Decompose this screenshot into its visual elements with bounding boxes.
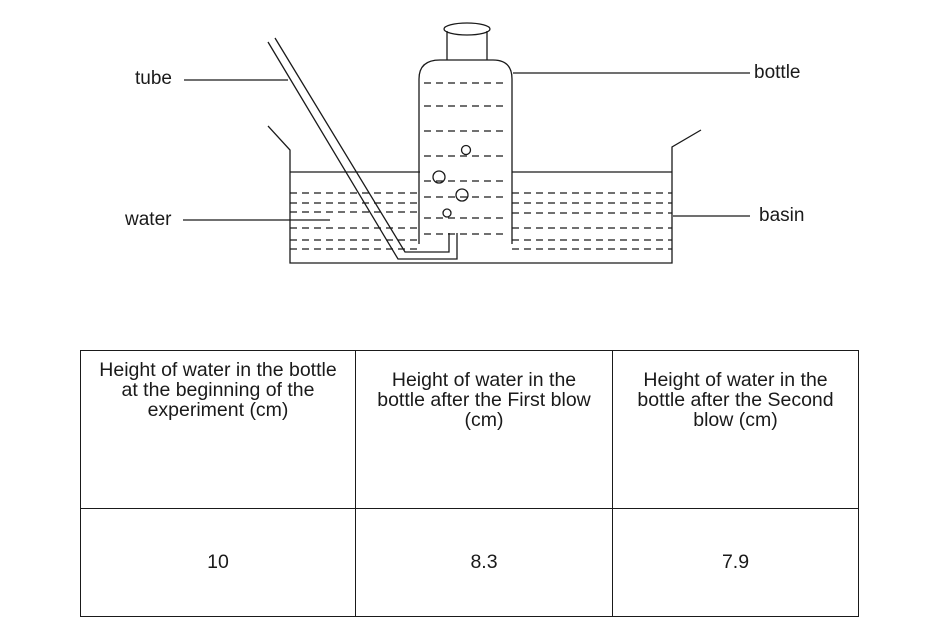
basin-label: basin bbox=[759, 205, 805, 226]
results-table: Height of water in the bottle at the beg… bbox=[80, 350, 859, 617]
value-first-blow: 8.3 bbox=[355, 508, 613, 617]
basin-water bbox=[290, 192, 672, 250]
basin bbox=[267, 125, 702, 264]
header-cell-second-blow: Height of water in the bottle after the … bbox=[612, 350, 859, 509]
tube bbox=[267, 37, 458, 260]
value-initial-height: 10 bbox=[80, 508, 356, 617]
experiment-diagram bbox=[183, 22, 750, 264]
header-cell-first-blow: Height of water in the bottle after the … bbox=[355, 350, 613, 509]
bottle-water bbox=[424, 82, 508, 235]
tube-label: tube bbox=[135, 68, 172, 89]
label-leaders bbox=[183, 72, 750, 221]
table-header-row: Height of water in the bottle at the beg… bbox=[80, 350, 859, 509]
bottle bbox=[418, 22, 513, 244]
water-label: water bbox=[125, 209, 172, 230]
table-row: 10 8.3 7.9 bbox=[80, 508, 859, 617]
air-bubbles bbox=[432, 144, 472, 218]
value-second-blow: 7.9 bbox=[612, 508, 859, 617]
header-cell-initial-height: Height of water in the bottle at the beg… bbox=[80, 350, 356, 509]
bottle-label: bottle bbox=[754, 62, 801, 83]
